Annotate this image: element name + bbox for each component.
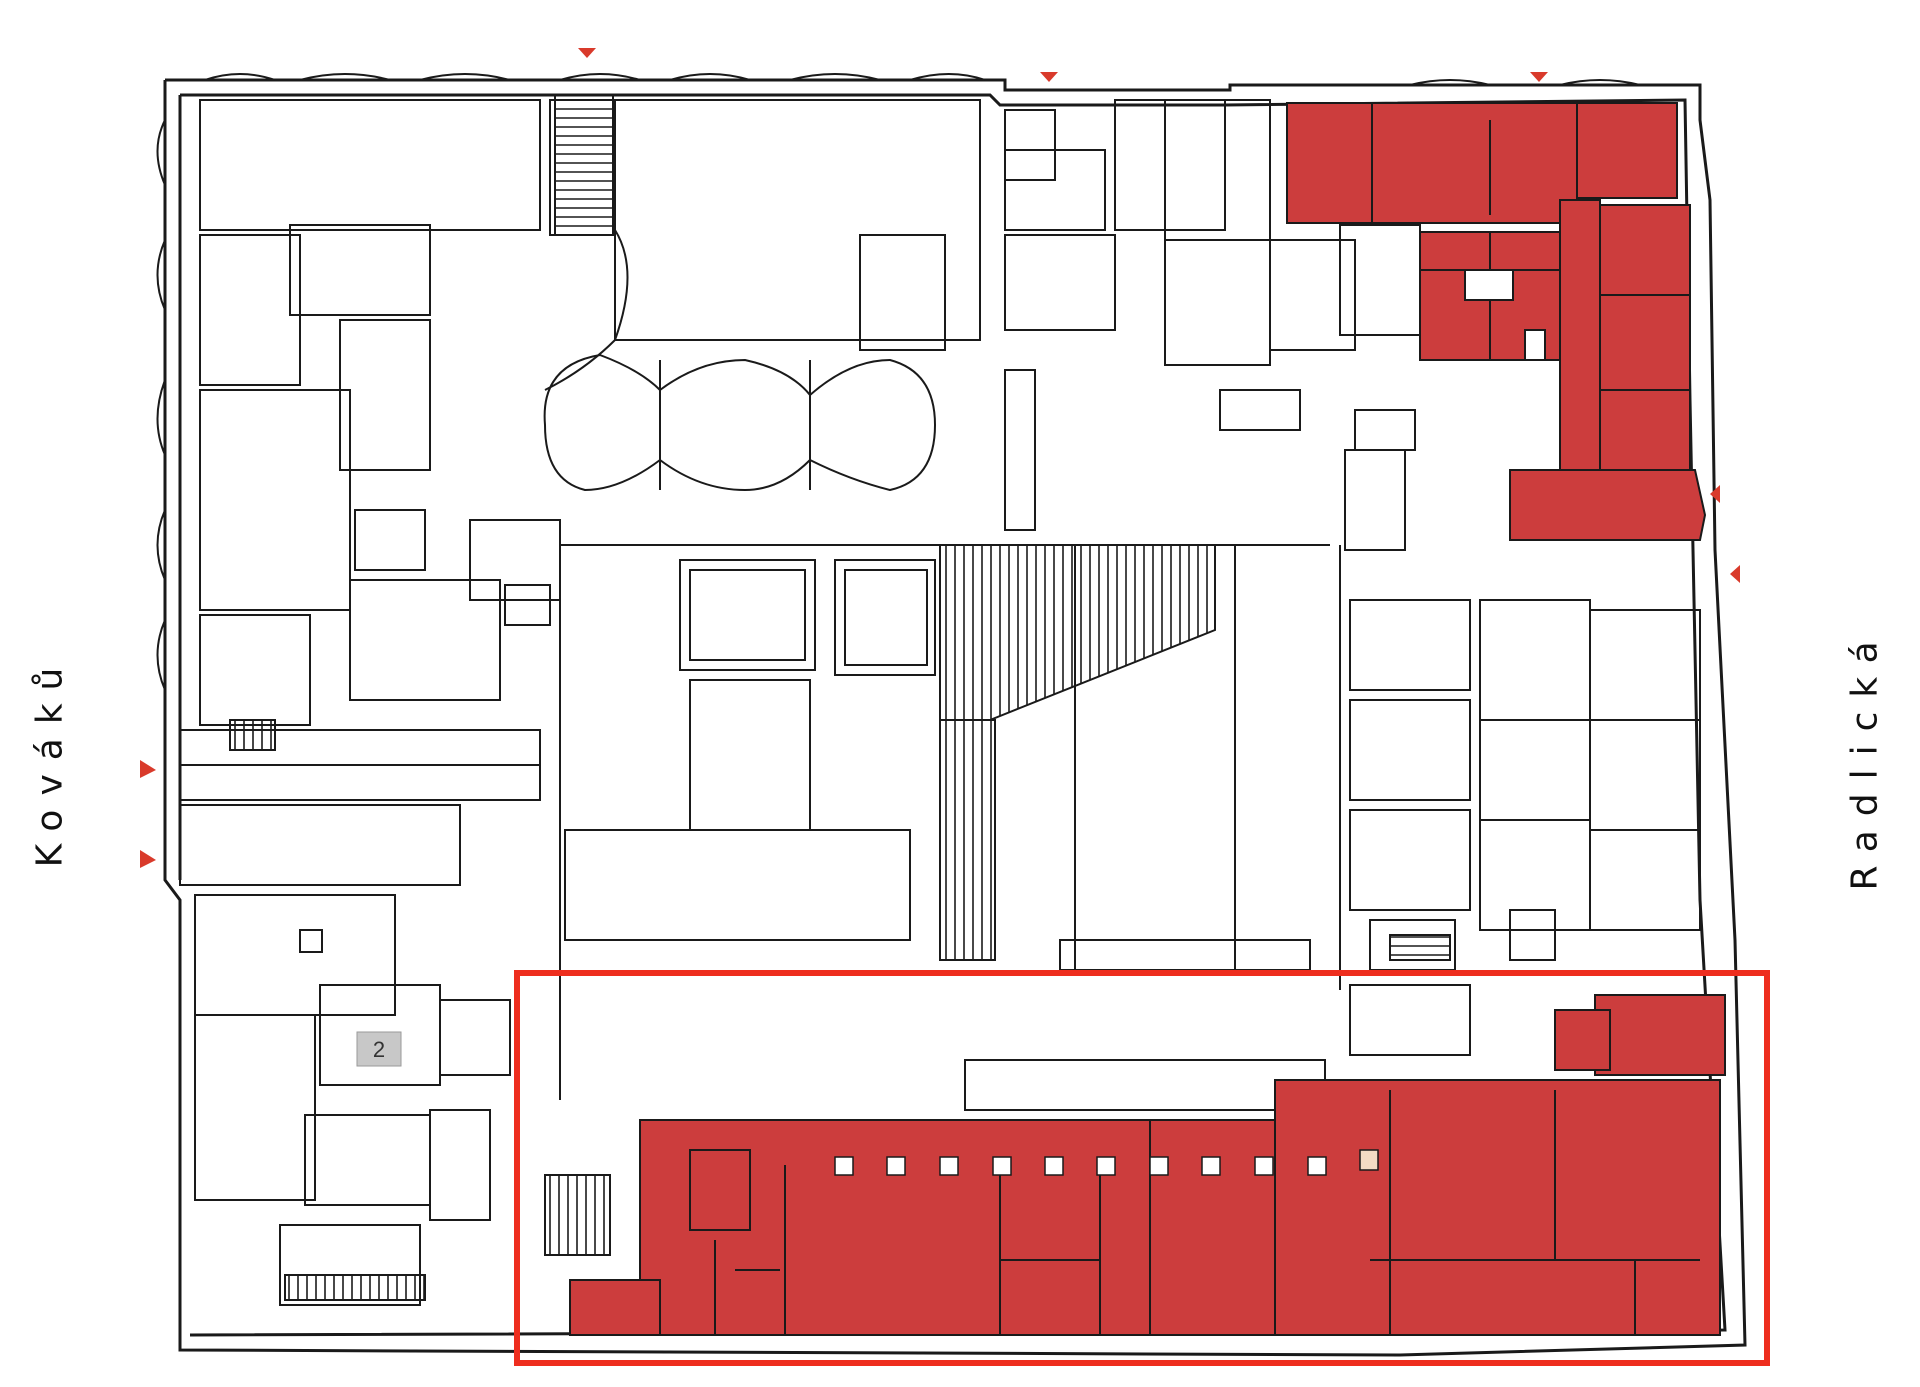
street-label-right: Radlická (1844, 627, 1886, 891)
west-corridor (179, 719, 541, 886)
east-wing-rooms (1349, 599, 1701, 1056)
leased-area-south-partitions (714, 1090, 1700, 1335)
selected-wing-frame (514, 970, 1770, 1366)
rotunda-hall (543, 229, 937, 492)
north-wing-rooms (199, 99, 1421, 726)
central-atrium (559, 544, 1341, 1111)
south-west-rooms (194, 894, 511, 1306)
leased-area-north-east (1286, 102, 1707, 541)
entrance-markers (140, 48, 1740, 868)
grand-staircase (544, 94, 1216, 1256)
leased-area-south (569, 994, 1726, 1336)
west-windows (156, 119, 166, 691)
north-windows (204, 73, 1641, 86)
leased-area-north-east-partitions (1420, 120, 1560, 361)
street-label-left: Kováků (29, 653, 71, 868)
south-wing-windows (834, 1149, 1379, 1176)
room-badge-label: 2 (373, 1037, 385, 1062)
room-badge: 2 (356, 1031, 402, 1067)
